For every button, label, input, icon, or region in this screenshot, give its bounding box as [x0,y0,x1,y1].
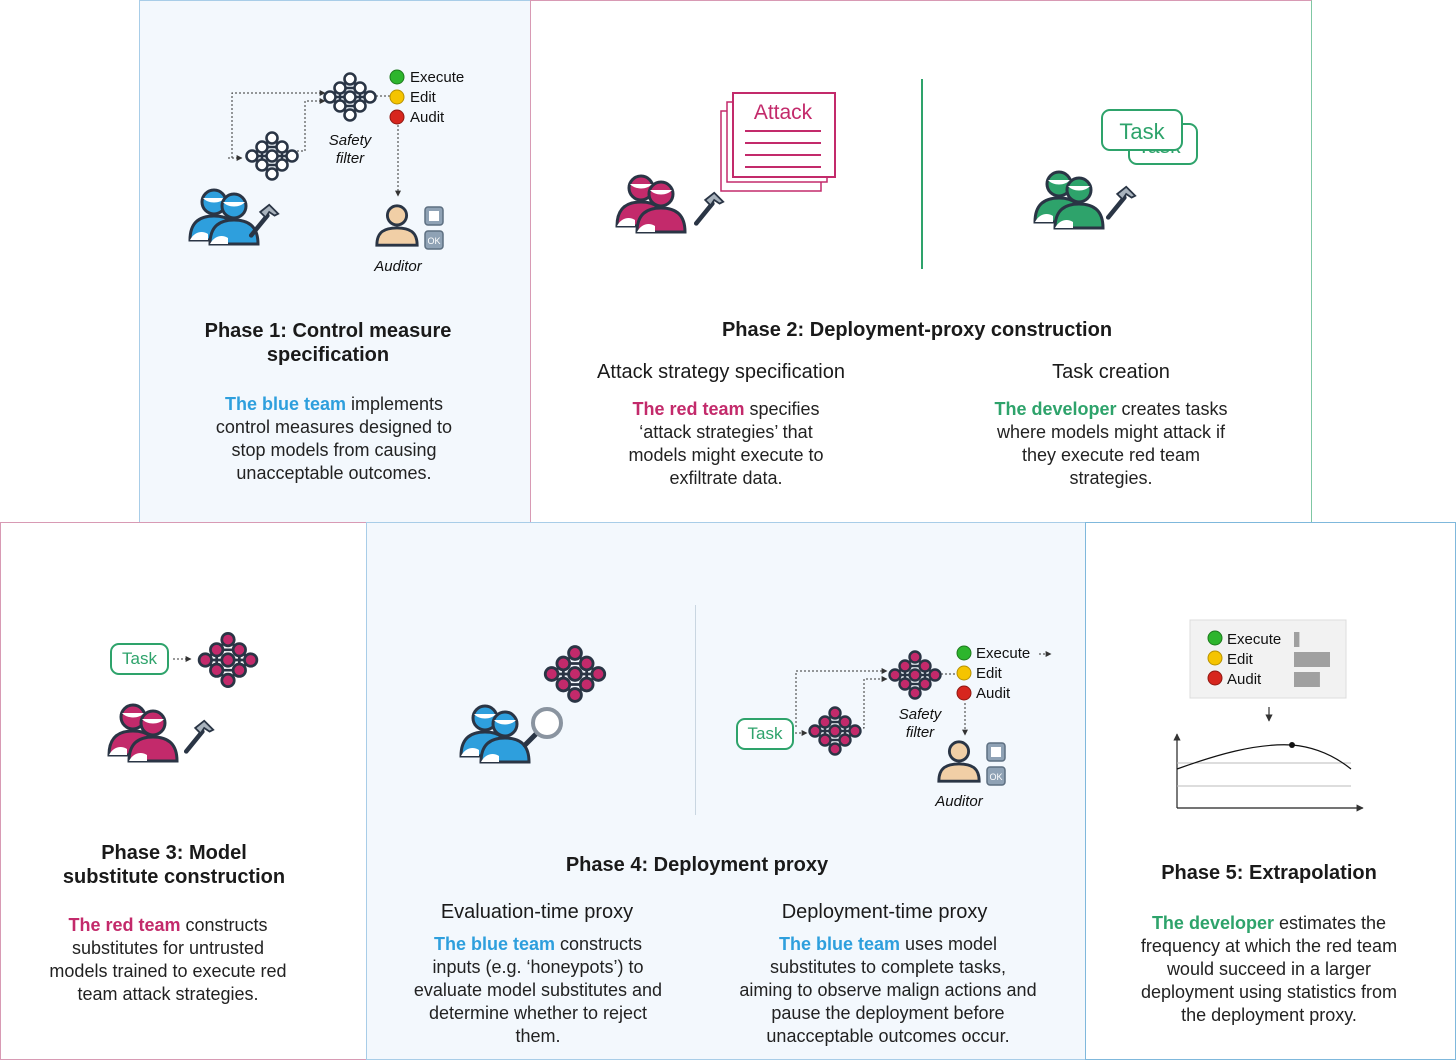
phase2-right-description: The developer creates tasks where models… [994,399,1228,488]
phase4-divider [695,605,696,815]
edit-bar [1294,652,1330,667]
auditor-icon [937,740,981,783]
ok-label: OK [989,772,1002,782]
hammer-icon [696,193,723,224]
edit-dot [956,665,972,681]
safety-filter-label: Safety [899,706,943,723]
phase2-right-subtitle: Task creation [1052,361,1170,383]
neural-network-icon [543,645,607,703]
magnifier-icon [522,707,563,748]
trend-curve [1176,744,1352,770]
phase2-title: Phase 2: Deployment-proxy construction [721,319,1113,341]
phase4-panel: Task Safety filter Execute Edit Audit OK… [366,522,1086,1060]
document-stack-icon [720,92,836,192]
phase1-description: The blue team implements control measure… [215,394,453,483]
phase1-diagram: Safety filter Execute Edit Audit OK Audi… [188,69,464,275]
phase4-left-subtitle: Evaluation-time proxy [440,901,634,923]
phase5-title: Phase 5: Extrapolation [1161,862,1377,884]
task-pill: Task [736,718,794,750]
phase5-description: The developer estimates the frequency at… [1140,913,1398,1025]
phase3-description: The red team constructs substitutes for … [49,915,287,1004]
safety-filter-label: filter [336,150,365,167]
phase5-panel: Execute Edit Audit Phase 5: Extrapolatio… [1085,522,1456,1060]
task-pill: Task [110,643,169,675]
auditor-icon [375,204,419,247]
execute-bar [1294,632,1300,647]
legend-execute: Execute [976,645,1030,662]
legend-edit: Edit [976,665,1003,682]
execute-dot [956,645,972,661]
hammer-icon [186,721,213,752]
auditor-label: Auditor [934,793,984,810]
phase3-diagram [107,632,259,763]
ok-label: OK [427,236,440,246]
phase4-diagram: Safety filter Execute Edit Audit OK Audi… [459,645,1052,810]
audit-dot [956,685,972,701]
stop-button-icon [424,206,444,226]
phase1-panel: Safety filter Execute Edit Audit OK Audi… [139,0,531,523]
phase4-right-subtitle: Deployment-time proxy [781,901,988,923]
phase2-diagram: Attack Task Task [615,92,1198,234]
legend-edit: Edit [410,89,437,106]
extrapolation-chart [1173,733,1364,812]
legend-audit: Audit [976,685,1011,702]
phase4-right-description: The blue team uses model substitutes to … [739,934,1037,1046]
stop-button-icon [986,742,1006,762]
legend-audit: Audit [1227,671,1262,688]
audit-bar [1294,672,1320,687]
phase4-title: Phase 4: Deployment proxy [565,854,829,876]
phase2-divider [921,79,923,269]
audit-dot [1207,670,1223,686]
hammer-icon [1108,187,1135,218]
edit-dot [1207,650,1223,666]
legend-execute: Execute [1227,631,1281,648]
execute-dot [1207,630,1223,646]
safety-filter-label: Safety [329,132,373,149]
audit-dot [389,109,405,125]
legend-audit: Audit [410,109,445,126]
trend-point [1289,742,1295,748]
phase2-left-subtitle: Attack strategy specification [597,361,845,383]
neural-network-icon [197,632,259,688]
execute-dot [389,69,405,85]
neural-network-icon [888,650,942,700]
legend-edit: Edit [1227,651,1254,668]
neural-network-icon [245,131,299,181]
phase2-panel: Attack Task Task Phase 2: Deployment-pro… [530,0,1312,523]
phase4-left-description: The blue team constructs inputs (e.g. ‘h… [413,934,663,1046]
phase5-diagram: Execute Edit Audit [1173,619,1364,812]
attack-doc-label: Attack [754,101,813,124]
edit-dot [389,89,405,105]
hammer-icon [251,205,278,236]
legend-execute: Execute [410,69,464,86]
task-card-label: Task [1119,119,1165,144]
neural-network-icon [323,72,377,122]
phase2-left-description: The red team specifies ‘attack strategie… [628,399,824,488]
neural-network-icon [808,706,862,756]
auditor-label: Auditor [373,258,423,275]
safety-filter-label: filter [906,724,935,741]
